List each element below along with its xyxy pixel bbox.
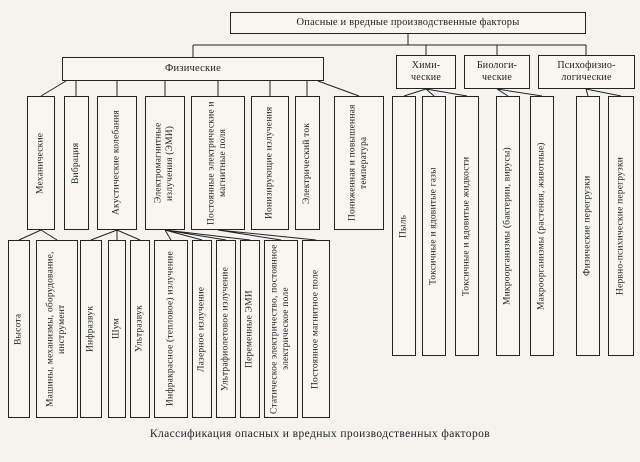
node-biological: Биологи- ческие [464,55,530,89]
node-label: Инфракрасное (тепловое) излучение [165,251,176,407]
node-static-electricity: Статическое электричество, постоянное эл… [264,240,298,418]
node-infrared-radiation: Инфракрасное (тепловое) излучение [154,240,188,418]
node-physical-overload: Физические перегрузки [576,96,600,356]
node-physical: Физические [62,57,324,81]
node-macroorganisms: Макроорганизмы (растения, животные) [530,96,554,356]
node-label: Ультрафиолетовое излучение [220,267,231,391]
node-acoustic-oscillations: Акустические колебания [97,96,137,230]
node-infrasound: Инфразвук [80,240,102,418]
diagram-caption: Классификация опасных и вредных производ… [149,428,491,440]
node-ultraviolet-radiation: Ультрафиолетовое излучение [216,240,236,418]
node-label: Статическое электричество, постоянное эл… [269,244,292,414]
node-ionizing-radiation: Ионизирующие излучения [251,96,289,230]
node-microorganisms: Микроорганизмы (бактерии, вирусы) [496,96,520,356]
node-label: Механические [35,132,46,194]
node-toxic-gases: Токсичные и ядовитые газы [422,96,446,356]
node-vibration: Вибрация [64,96,89,230]
node-label: Ионизирующие излучения [264,106,275,220]
node-constant-magnetic-field: Постоянное магнитное поле [302,240,330,418]
node-label: Психофизио- логические [557,60,616,83]
node-constant-electric-magnetic-fields: Постоянные электрические и магнитные пол… [191,96,245,230]
node-chemical: Хими- ческие [396,55,456,89]
node-label: Переменные ЭМИ [244,290,255,368]
node-label: Инфразвук [85,305,96,353]
node-height: Высота [8,240,30,418]
node-mechanical: Механические [27,96,55,230]
node-label: Физические [165,62,221,74]
node-label: Акустические колебания [111,110,122,216]
node-label: Пониженная и повышенная температура [347,104,370,222]
node-label: Лазерное излучение [196,286,207,372]
node-label: Вибрация [70,142,81,184]
node-label: Физические перегрузки [582,175,593,277]
node-label: Микроорганизмы (бактерии, вирусы) [502,147,513,305]
node-label: Постоянное магнитное поле [310,269,321,389]
node-neuro-psychic-overload: Нервно-психические перегрузки [608,96,634,356]
node-noise: Шум [108,240,126,418]
node-machines: Машины, механизмы, оборудование, инструм… [36,240,78,418]
node-root: Опасные и вредные производственные факто… [230,12,586,34]
node-label: Пыль [398,214,409,238]
node-electromagnetic-radiation: Электромагнитные излучения (ЭМИ) [145,96,185,230]
node-label: Токсичные и ядовитые жидкости [461,156,472,296]
node-label: Макроорганизмы (растения, животные) [536,142,547,310]
node-label: Ультразвук [134,305,145,353]
node-electric-current: Электрический ток [295,96,320,230]
node-label: Нервно-психические перегрузки [615,156,626,296]
node-temperature: Пониженная и повышенная температура [334,96,384,230]
node-label: Электромагнитные излучения (ЭМИ) [153,122,176,204]
node-label: Высота [13,313,24,345]
node-dust: Пыль [392,96,416,356]
node-toxic-liquids: Токсичные и ядовитые жидкости [455,96,479,356]
node-label: Опасные и вредные производственные факто… [296,16,520,28]
node-label: Хими- ческие [410,60,441,83]
node-psychophysiological: Психофизио- логические [538,55,635,89]
node-label: Электрический ток [301,122,312,204]
node-label: Токсичные и ядовитые газы [428,167,439,285]
node-label: Машины, механизмы, оборудование, инструм… [45,251,68,407]
node-label: Биологи- ческие [476,60,518,83]
node-label: Шум [111,318,122,340]
node-laser-radiation: Лазерное излучение [192,240,212,418]
node-label: Постоянные электрические и магнитные пол… [206,101,229,225]
node-ultrasound: Ультразвук [130,240,150,418]
node-variable-emi: Переменные ЭМИ [240,240,260,418]
